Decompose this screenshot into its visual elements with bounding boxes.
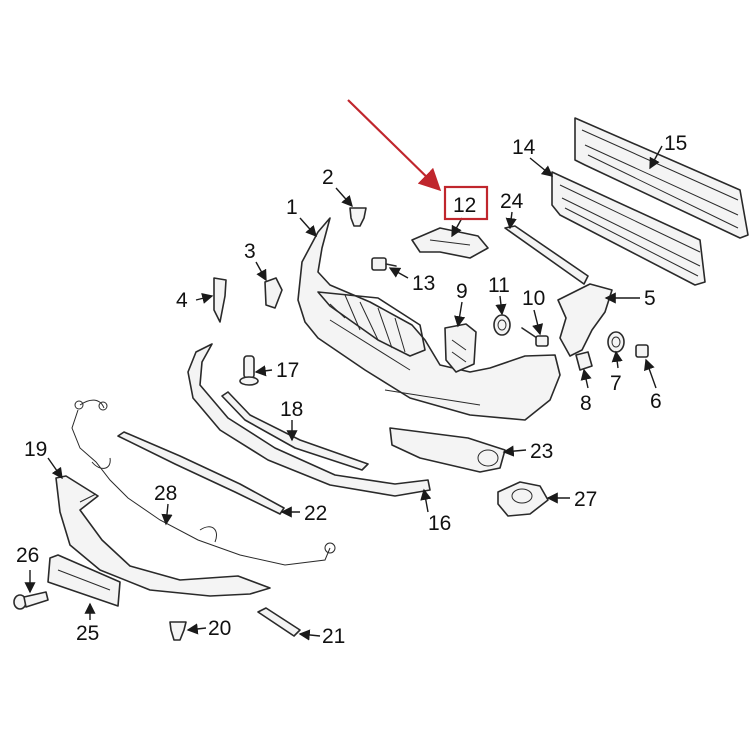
callout-9: 9 <box>456 280 468 303</box>
part-3-cap[interactable] <box>264 277 283 309</box>
highlight-arrow <box>347 99 442 192</box>
callout-7: 7 <box>610 372 622 395</box>
part-10-bolt[interactable] <box>521 327 549 347</box>
callout-16: 16 <box>428 512 451 535</box>
callout-18: 18 <box>280 398 303 421</box>
callout-25: 25 <box>76 622 99 645</box>
callout-3: 3 <box>244 240 256 263</box>
callout-2: 2 <box>322 166 334 189</box>
callout-13: 13 <box>412 272 435 295</box>
part-21-small-strip[interactable] <box>257 607 301 637</box>
callout-5: 5 <box>644 287 656 310</box>
part-2-clip[interactable] <box>349 207 367 227</box>
callout-26: 26 <box>16 544 39 567</box>
callout-24: 24 <box>500 190 524 213</box>
part-9-bracket[interactable] <box>444 323 477 373</box>
callout-8: 8 <box>580 392 592 415</box>
part-6-bolt[interactable] <box>635 344 649 358</box>
callout-11: 11 <box>488 274 510 297</box>
callout-12: 12 <box>453 194 476 217</box>
part-4-side-marker[interactable] <box>213 277 227 323</box>
part-8-clip[interactable] <box>575 351 593 371</box>
part-14-energy-absorber[interactable] <box>551 171 706 286</box>
callout-22: 22 <box>304 502 327 525</box>
callout-14: 14 <box>512 136 536 159</box>
callout-6: 6 <box>650 390 662 413</box>
callout-4: 4 <box>176 289 188 312</box>
callout-19: 19 <box>24 438 47 461</box>
part-26-bolt[interactable] <box>13 591 49 610</box>
part-19-splash-shield[interactable] <box>55 475 271 597</box>
part-20-push-clip[interactable] <box>169 621 187 641</box>
part-28-wiring-harness[interactable] <box>71 399 336 566</box>
callout-21: 21 <box>322 625 345 648</box>
part-17-bolt[interactable] <box>239 355 259 386</box>
part-25-license-bracket[interactable] <box>47 554 121 607</box>
callout-28: 28 <box>154 482 177 505</box>
leader-lines <box>24 145 663 641</box>
part-24-bracket-strip[interactable] <box>504 225 589 285</box>
callout-20: 20 <box>208 617 231 640</box>
part-5-side-bracket[interactable] <box>557 283 613 357</box>
part-12-inner-bracket[interactable] <box>411 227 489 259</box>
callout-10: 10 <box>522 287 545 310</box>
highlight-box <box>443 185 489 221</box>
callout-labels: 1 2 3 4 5 6 7 8 9 10 11 12 13 14 15 16 1… <box>16 132 687 648</box>
part-18-molding-strip[interactable] <box>221 391 369 471</box>
callout-23: 23 <box>530 440 553 463</box>
part-1-bumper-cover[interactable] <box>297 217 561 421</box>
part-23-fog-lamp-cover[interactable] <box>389 427 506 473</box>
part-15-reinforcement-bar[interactable] <box>574 117 749 239</box>
callout-17: 17 <box>276 359 299 382</box>
part-27-sensor[interactable] <box>497 481 549 517</box>
part-13-bolt[interactable] <box>371 257 397 271</box>
callout-15: 15 <box>664 132 687 155</box>
callout-1: 1 <box>286 196 298 219</box>
callout-27: 27 <box>574 488 597 511</box>
part-11-ring[interactable] <box>493 314 511 336</box>
part-7-ring[interactable] <box>607 331 625 353</box>
